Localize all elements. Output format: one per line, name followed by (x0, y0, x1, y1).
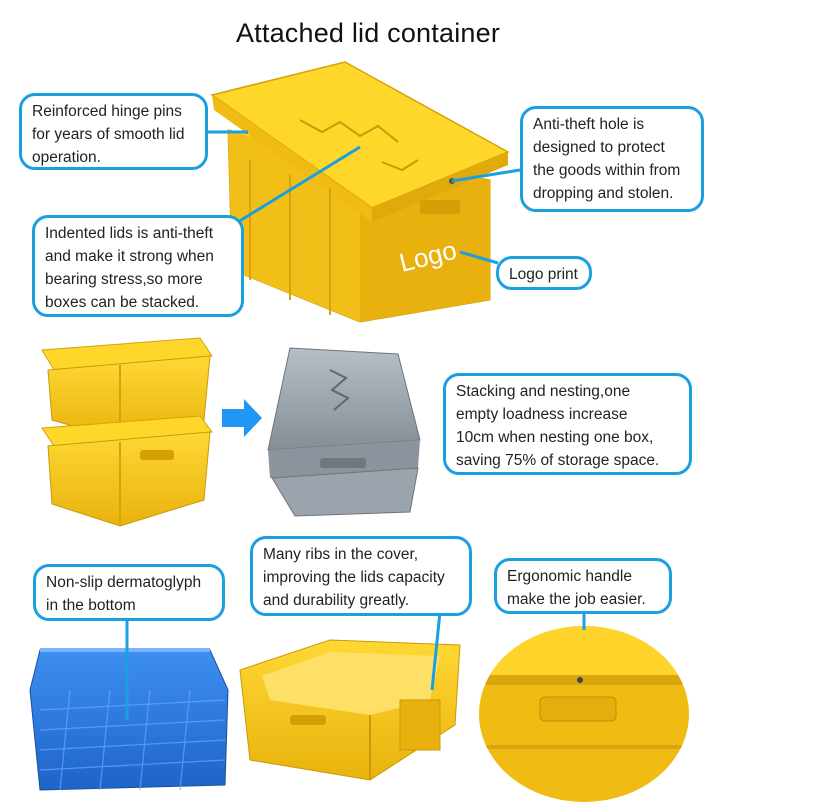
blue-crate (29, 648, 229, 791)
callout-anti-theft-hole: Anti-theft hole is designed to protect t… (520, 106, 704, 212)
grey-nested-crates (267, 347, 421, 517)
right-arrow-icon (222, 399, 262, 437)
page-title: Attached lid container (235, 18, 501, 48)
stacked-yellow-crates (41, 337, 213, 527)
callout-indented-lids: Indented lids is anti-theft and make it … (32, 215, 244, 317)
callout-hinge-pins: Reinforced hinge pins for years of smoot… (19, 93, 208, 170)
open-yellow-crate (239, 639, 461, 781)
callout-cover-ribs: Many ribs in the cover, improving the li… (250, 536, 472, 616)
callout-logo-print: Logo print (496, 256, 592, 290)
connector-lines (125, 130, 586, 720)
callout-ergonomic-handle: Ergonomic handle make the job easier. (494, 558, 672, 614)
main-yellow-crate (210, 61, 510, 323)
callout-non-slip: Non-slip dermatoglyph in the bottom (33, 564, 225, 621)
callout-stacking-nesting: Stacking and nesting,one empty loadness … (443, 373, 692, 475)
handle-closeup (479, 626, 689, 802)
